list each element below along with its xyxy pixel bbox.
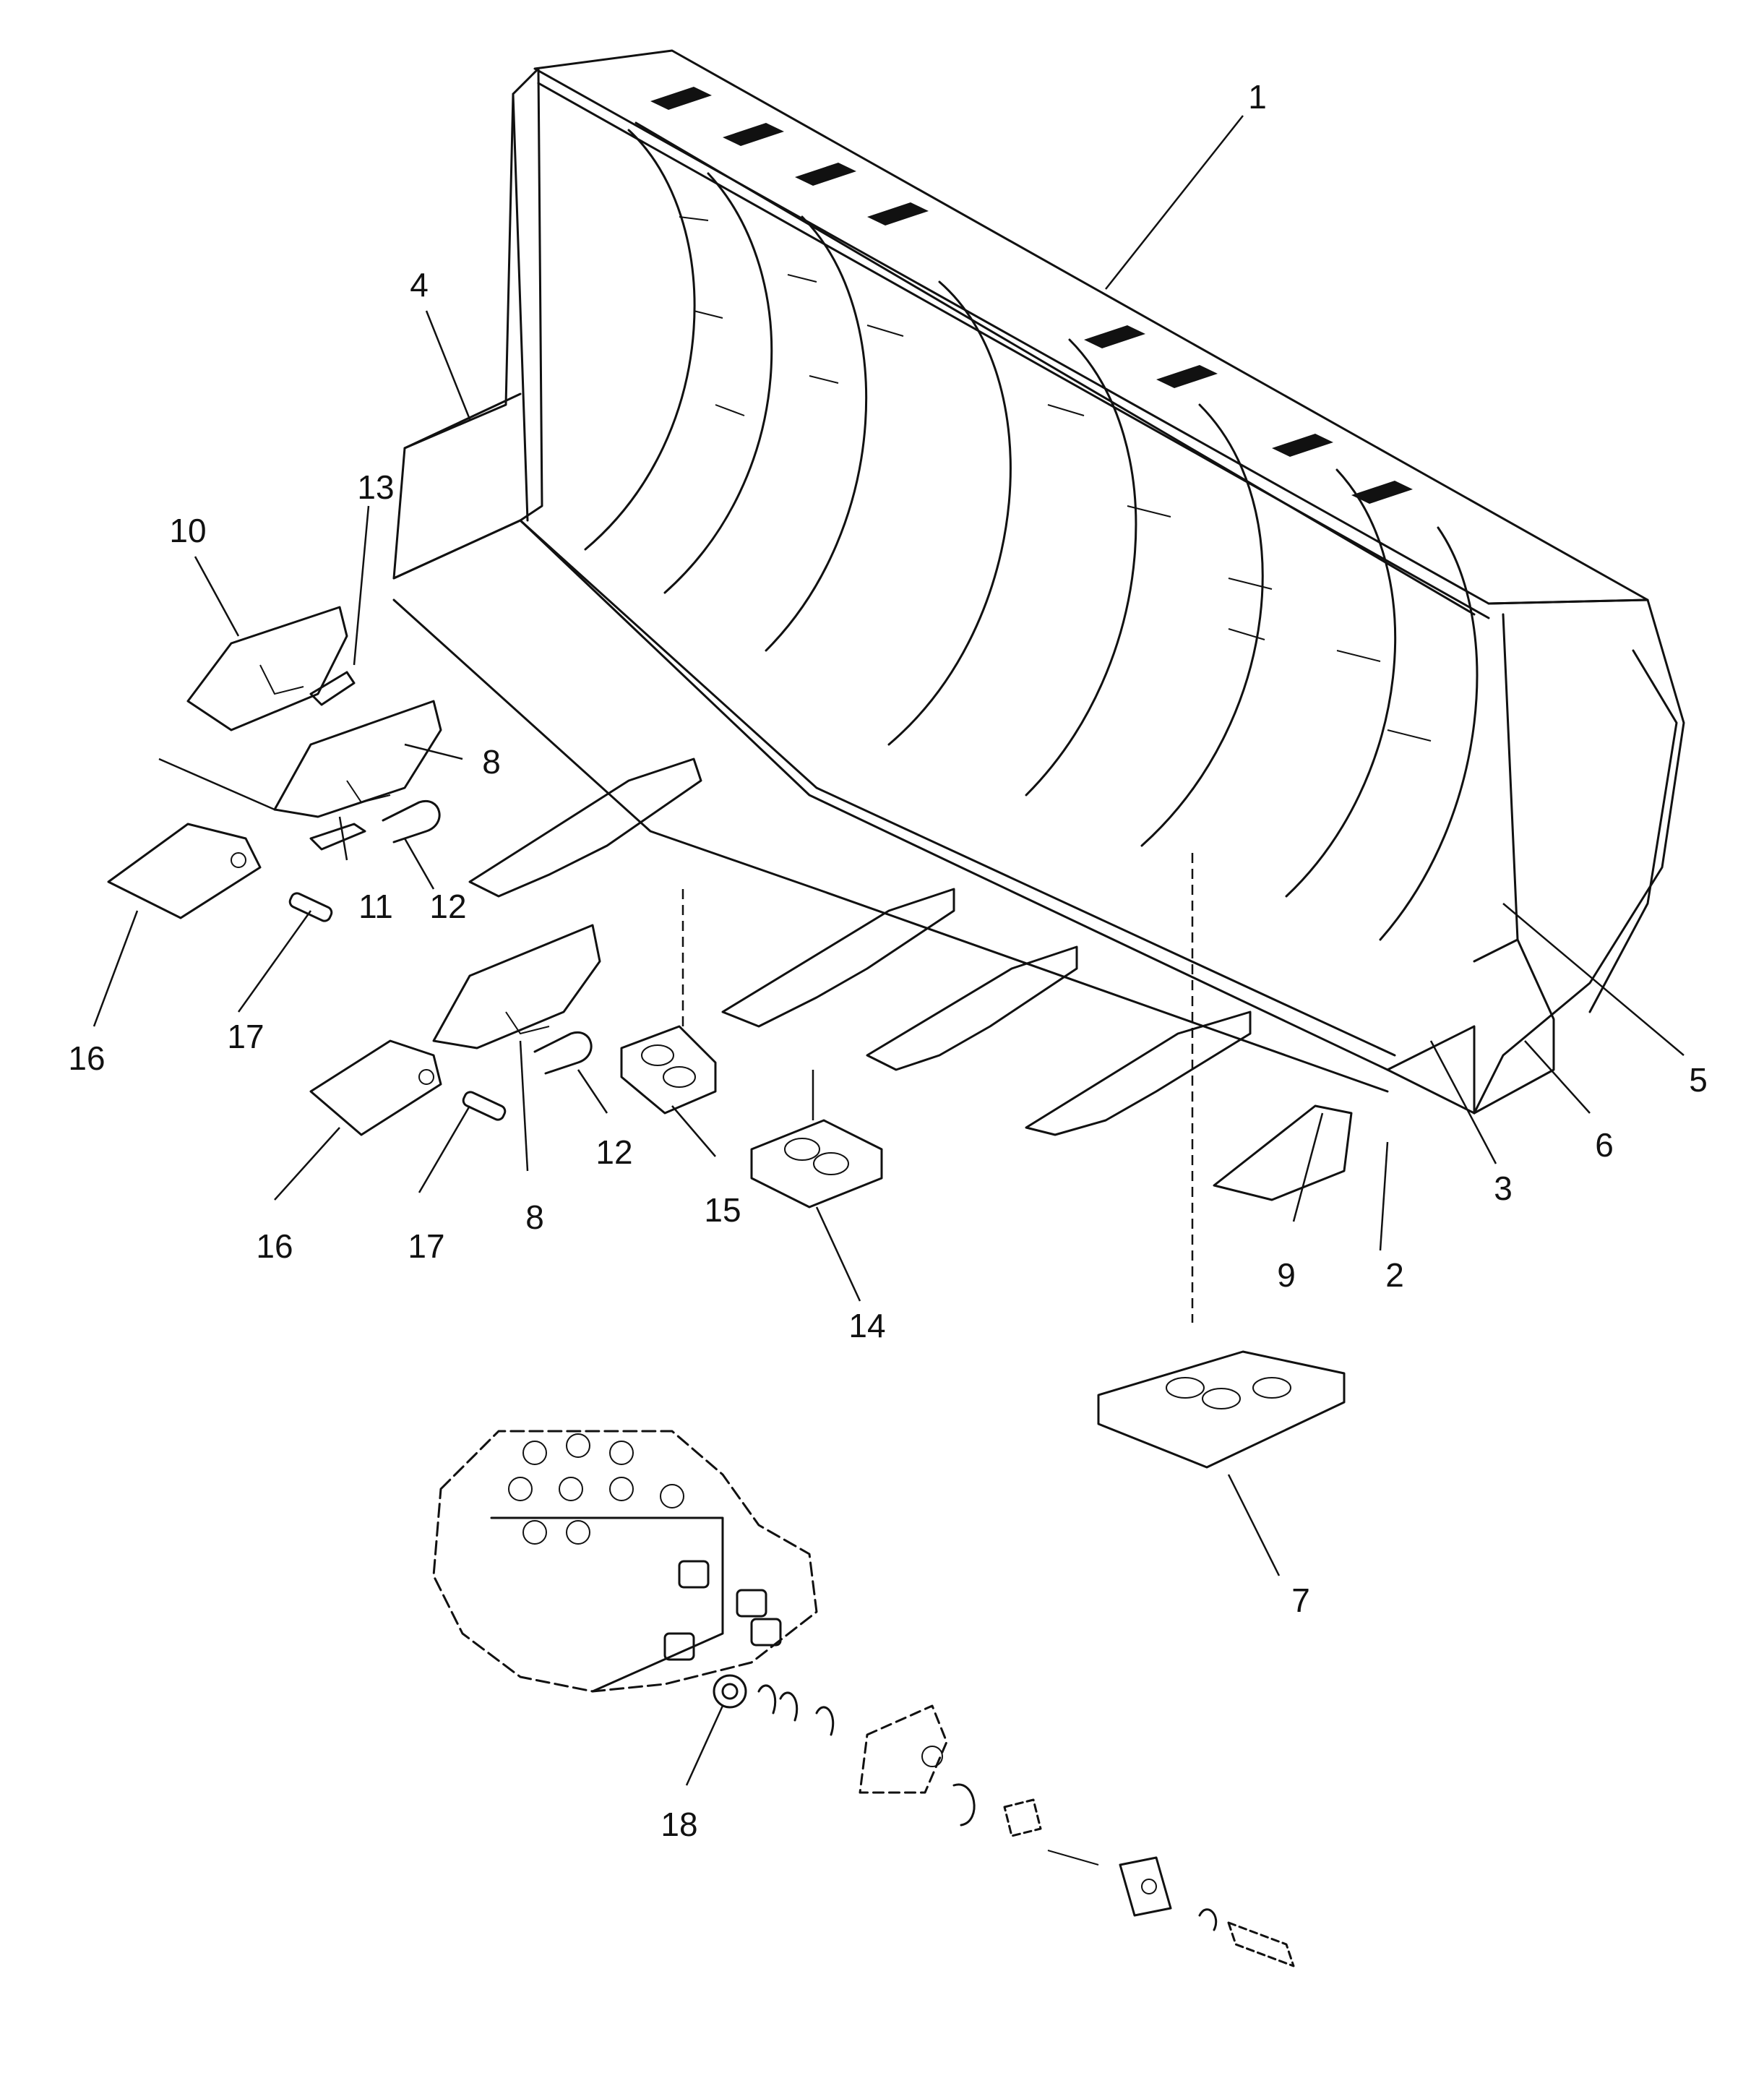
callout-9: 9 bbox=[1277, 1256, 1296, 1294]
callout-10: 10 bbox=[169, 512, 206, 549]
bucket-assembly bbox=[392, 49, 1685, 1115]
adapter-8-upper bbox=[273, 700, 442, 818]
bucket-ribs bbox=[584, 129, 1479, 941]
callout-17-upper: 17 bbox=[227, 1018, 264, 1055]
clip-13 bbox=[309, 671, 356, 706]
callout-4: 4 bbox=[410, 266, 429, 304]
callout-14: 14 bbox=[848, 1307, 885, 1344]
callout-16-lower: 16 bbox=[256, 1227, 293, 1265]
callout-3: 3 bbox=[1494, 1169, 1513, 1207]
callout-16-upper: 16 bbox=[68, 1039, 105, 1077]
callout-8-lower: 8 bbox=[525, 1198, 544, 1236]
pin-17-lower bbox=[462, 1091, 507, 1121]
callout-labels: 1 2 3 4 5 6 7 8 8 9 10 11 12 12 13 14 15… bbox=[68, 78, 1707, 1843]
callout-11: 11 bbox=[358, 888, 393, 925]
callout-5: 5 bbox=[1689, 1061, 1708, 1099]
callout-2: 2 bbox=[1385, 1256, 1404, 1294]
adapter-8-lower bbox=[432, 924, 601, 1050]
leader-lines bbox=[92, 115, 1685, 1786]
spool-parts bbox=[713, 1674, 1295, 1967]
plate-7 bbox=[1097, 1350, 1346, 1469]
callout-18: 18 bbox=[661, 1806, 697, 1843]
shim-15 bbox=[620, 1025, 717, 1115]
assembly-line-10-8 bbox=[158, 757, 275, 811]
u-clip-12-lower bbox=[533, 1031, 593, 1075]
pin-17-upper bbox=[288, 892, 333, 922]
callout-7: 7 bbox=[1291, 1581, 1310, 1619]
callout-8-upper: 8 bbox=[482, 743, 501, 781]
adapter-10 bbox=[186, 606, 348, 731]
callout-1: 1 bbox=[1248, 78, 1267, 116]
shim-14 bbox=[750, 1119, 883, 1209]
cross-bars bbox=[679, 216, 1432, 742]
back-plate-hatching bbox=[650, 87, 1413, 504]
callout-15: 15 bbox=[704, 1191, 741, 1229]
callout-17-lower: 17 bbox=[408, 1227, 444, 1265]
tip-16-upper bbox=[107, 823, 262, 919]
callout-12-upper: 12 bbox=[429, 888, 466, 925]
callout-12-lower: 12 bbox=[595, 1133, 632, 1171]
callout-13: 13 bbox=[357, 468, 394, 506]
control-valve bbox=[432, 1430, 818, 1693]
tip-16-lower bbox=[309, 1039, 442, 1136]
lock-11 bbox=[309, 823, 366, 851]
u-clip-12-upper bbox=[382, 799, 441, 844]
bucket-teeth bbox=[468, 757, 1353, 1201]
callout-6: 6 bbox=[1595, 1126, 1614, 1164]
